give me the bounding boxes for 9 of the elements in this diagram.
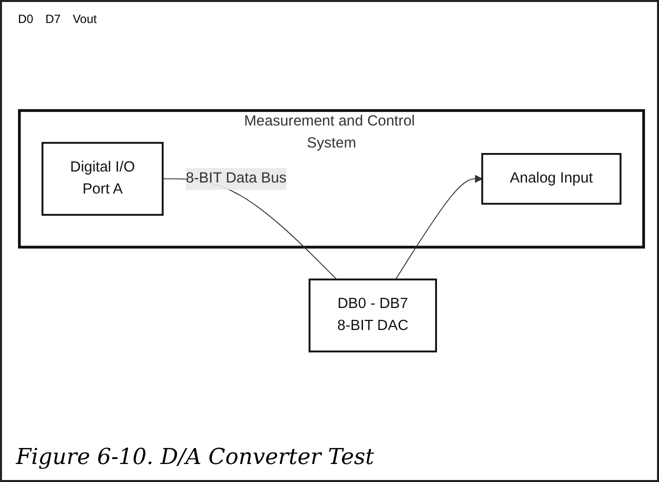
node-box: Analog Input: [481, 153, 622, 205]
pin-label: D7: [45, 12, 61, 26]
node-box: DB0 - DB7 8-BIT DAC: [308, 278, 437, 352]
arrow: [395, 174, 483, 280]
node-box: Digital I/O Port A: [42, 142, 164, 216]
pin-label: Vout: [72, 12, 97, 26]
pin-label: D0: [18, 12, 34, 26]
edge-label: 8-BIT Data Bus: [186, 170, 286, 186]
figure-caption: Figure 6-10. D/A Converter Test: [16, 445, 374, 470]
